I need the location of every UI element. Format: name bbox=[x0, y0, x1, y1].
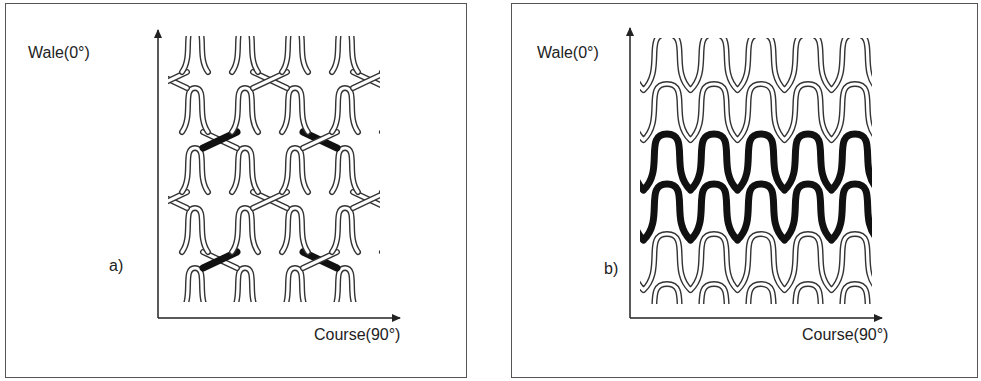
yarn-core bbox=[282, 148, 308, 192]
yarn-core bbox=[232, 36, 258, 72]
yarn-outline bbox=[353, 192, 380, 208]
yarn-core bbox=[332, 268, 358, 302]
text-slot: Wale(0°) bbox=[28, 44, 90, 62]
text-slot: Wale(0°) bbox=[537, 44, 599, 62]
yarn-outline bbox=[182, 208, 208, 252]
yarn-outline bbox=[168, 192, 187, 208]
axis-label: Course(90°) bbox=[314, 326, 400, 343]
yarn-outline bbox=[282, 88, 308, 132]
yarn-outline bbox=[168, 72, 187, 88]
yarn-core bbox=[353, 72, 380, 88]
yarn-core bbox=[232, 148, 258, 192]
yarn-core bbox=[282, 208, 308, 252]
yarn-outline bbox=[640, 38, 872, 90]
weft-knit-structure bbox=[640, 38, 872, 304]
yarn-outline bbox=[332, 268, 358, 302]
axis bbox=[158, 28, 882, 318]
yarn-outline bbox=[232, 88, 258, 132]
course-axis bbox=[158, 317, 400, 319]
figure-panel: Wale(0°) a) Course(90°) bbox=[5, 3, 467, 378]
yarn-core bbox=[332, 148, 358, 192]
yarn-core bbox=[182, 268, 208, 302]
yarn-outline bbox=[182, 268, 208, 302]
axis-label: Course(90°) bbox=[802, 326, 888, 343]
yarn-outline bbox=[232, 208, 258, 252]
text-slot: a) bbox=[109, 257, 123, 275]
panel-label: b) bbox=[604, 260, 618, 277]
yarn-core bbox=[640, 38, 872, 90]
yarn-core bbox=[640, 84, 872, 140]
yarn-core bbox=[332, 36, 358, 72]
yarn-outline bbox=[332, 88, 358, 132]
yarn-core bbox=[640, 234, 872, 290]
yarn-core bbox=[282, 88, 308, 132]
figure-panel: Wale(0°) b) Course(90°) bbox=[511, 3, 978, 378]
yarn-core bbox=[282, 268, 308, 302]
text-slot: b) bbox=[604, 260, 618, 278]
yarn-core bbox=[332, 88, 358, 132]
panel-label: a) bbox=[109, 257, 123, 274]
yarn-core bbox=[182, 88, 208, 132]
yarn-core bbox=[168, 72, 187, 88]
yarn-outline bbox=[353, 72, 380, 88]
text-slot: Course(90°) bbox=[802, 326, 888, 344]
yarn-outline bbox=[182, 88, 208, 132]
yarn-outline bbox=[640, 234, 872, 290]
yarn-core bbox=[282, 36, 308, 72]
yarn-outline bbox=[232, 268, 258, 302]
course-axis bbox=[630, 317, 882, 319]
yarn-outline bbox=[332, 148, 358, 192]
yarn-outline bbox=[282, 148, 308, 192]
yarn-core bbox=[182, 208, 208, 252]
yarn-core bbox=[232, 208, 258, 252]
yarn-outline bbox=[640, 84, 872, 140]
yarn-core bbox=[168, 72, 187, 88]
yarn-outline bbox=[182, 36, 208, 72]
warp-knit-structure bbox=[168, 36, 380, 302]
bold-yarn bbox=[640, 134, 872, 190]
yarn-outline bbox=[282, 208, 308, 252]
wale-axis bbox=[629, 28, 631, 318]
yarn-outline bbox=[168, 72, 187, 88]
yarn-core bbox=[168, 192, 187, 208]
yarn-core bbox=[182, 148, 208, 192]
axis-label: Wale(0°) bbox=[28, 44, 90, 61]
wale-axis bbox=[157, 30, 159, 318]
yarn-outline bbox=[168, 192, 187, 208]
yarn-core bbox=[232, 88, 258, 132]
bold-yarn bbox=[640, 184, 872, 240]
yarn-core bbox=[353, 192, 380, 208]
yarn-core bbox=[182, 36, 208, 72]
yarn-outline bbox=[232, 36, 258, 72]
text-slot: Course(90°) bbox=[314, 326, 400, 344]
yarn-outline bbox=[182, 148, 208, 192]
yarn-outline bbox=[282, 268, 308, 302]
yarn-core bbox=[168, 192, 187, 208]
yarn-outline bbox=[332, 36, 358, 72]
yarn-core bbox=[232, 268, 258, 302]
axis-label: Wale(0°) bbox=[537, 44, 599, 61]
yarn-core bbox=[332, 208, 358, 252]
yarn-outline bbox=[282, 36, 308, 72]
yarn-outline bbox=[232, 148, 258, 192]
yarn-outline bbox=[332, 208, 358, 252]
